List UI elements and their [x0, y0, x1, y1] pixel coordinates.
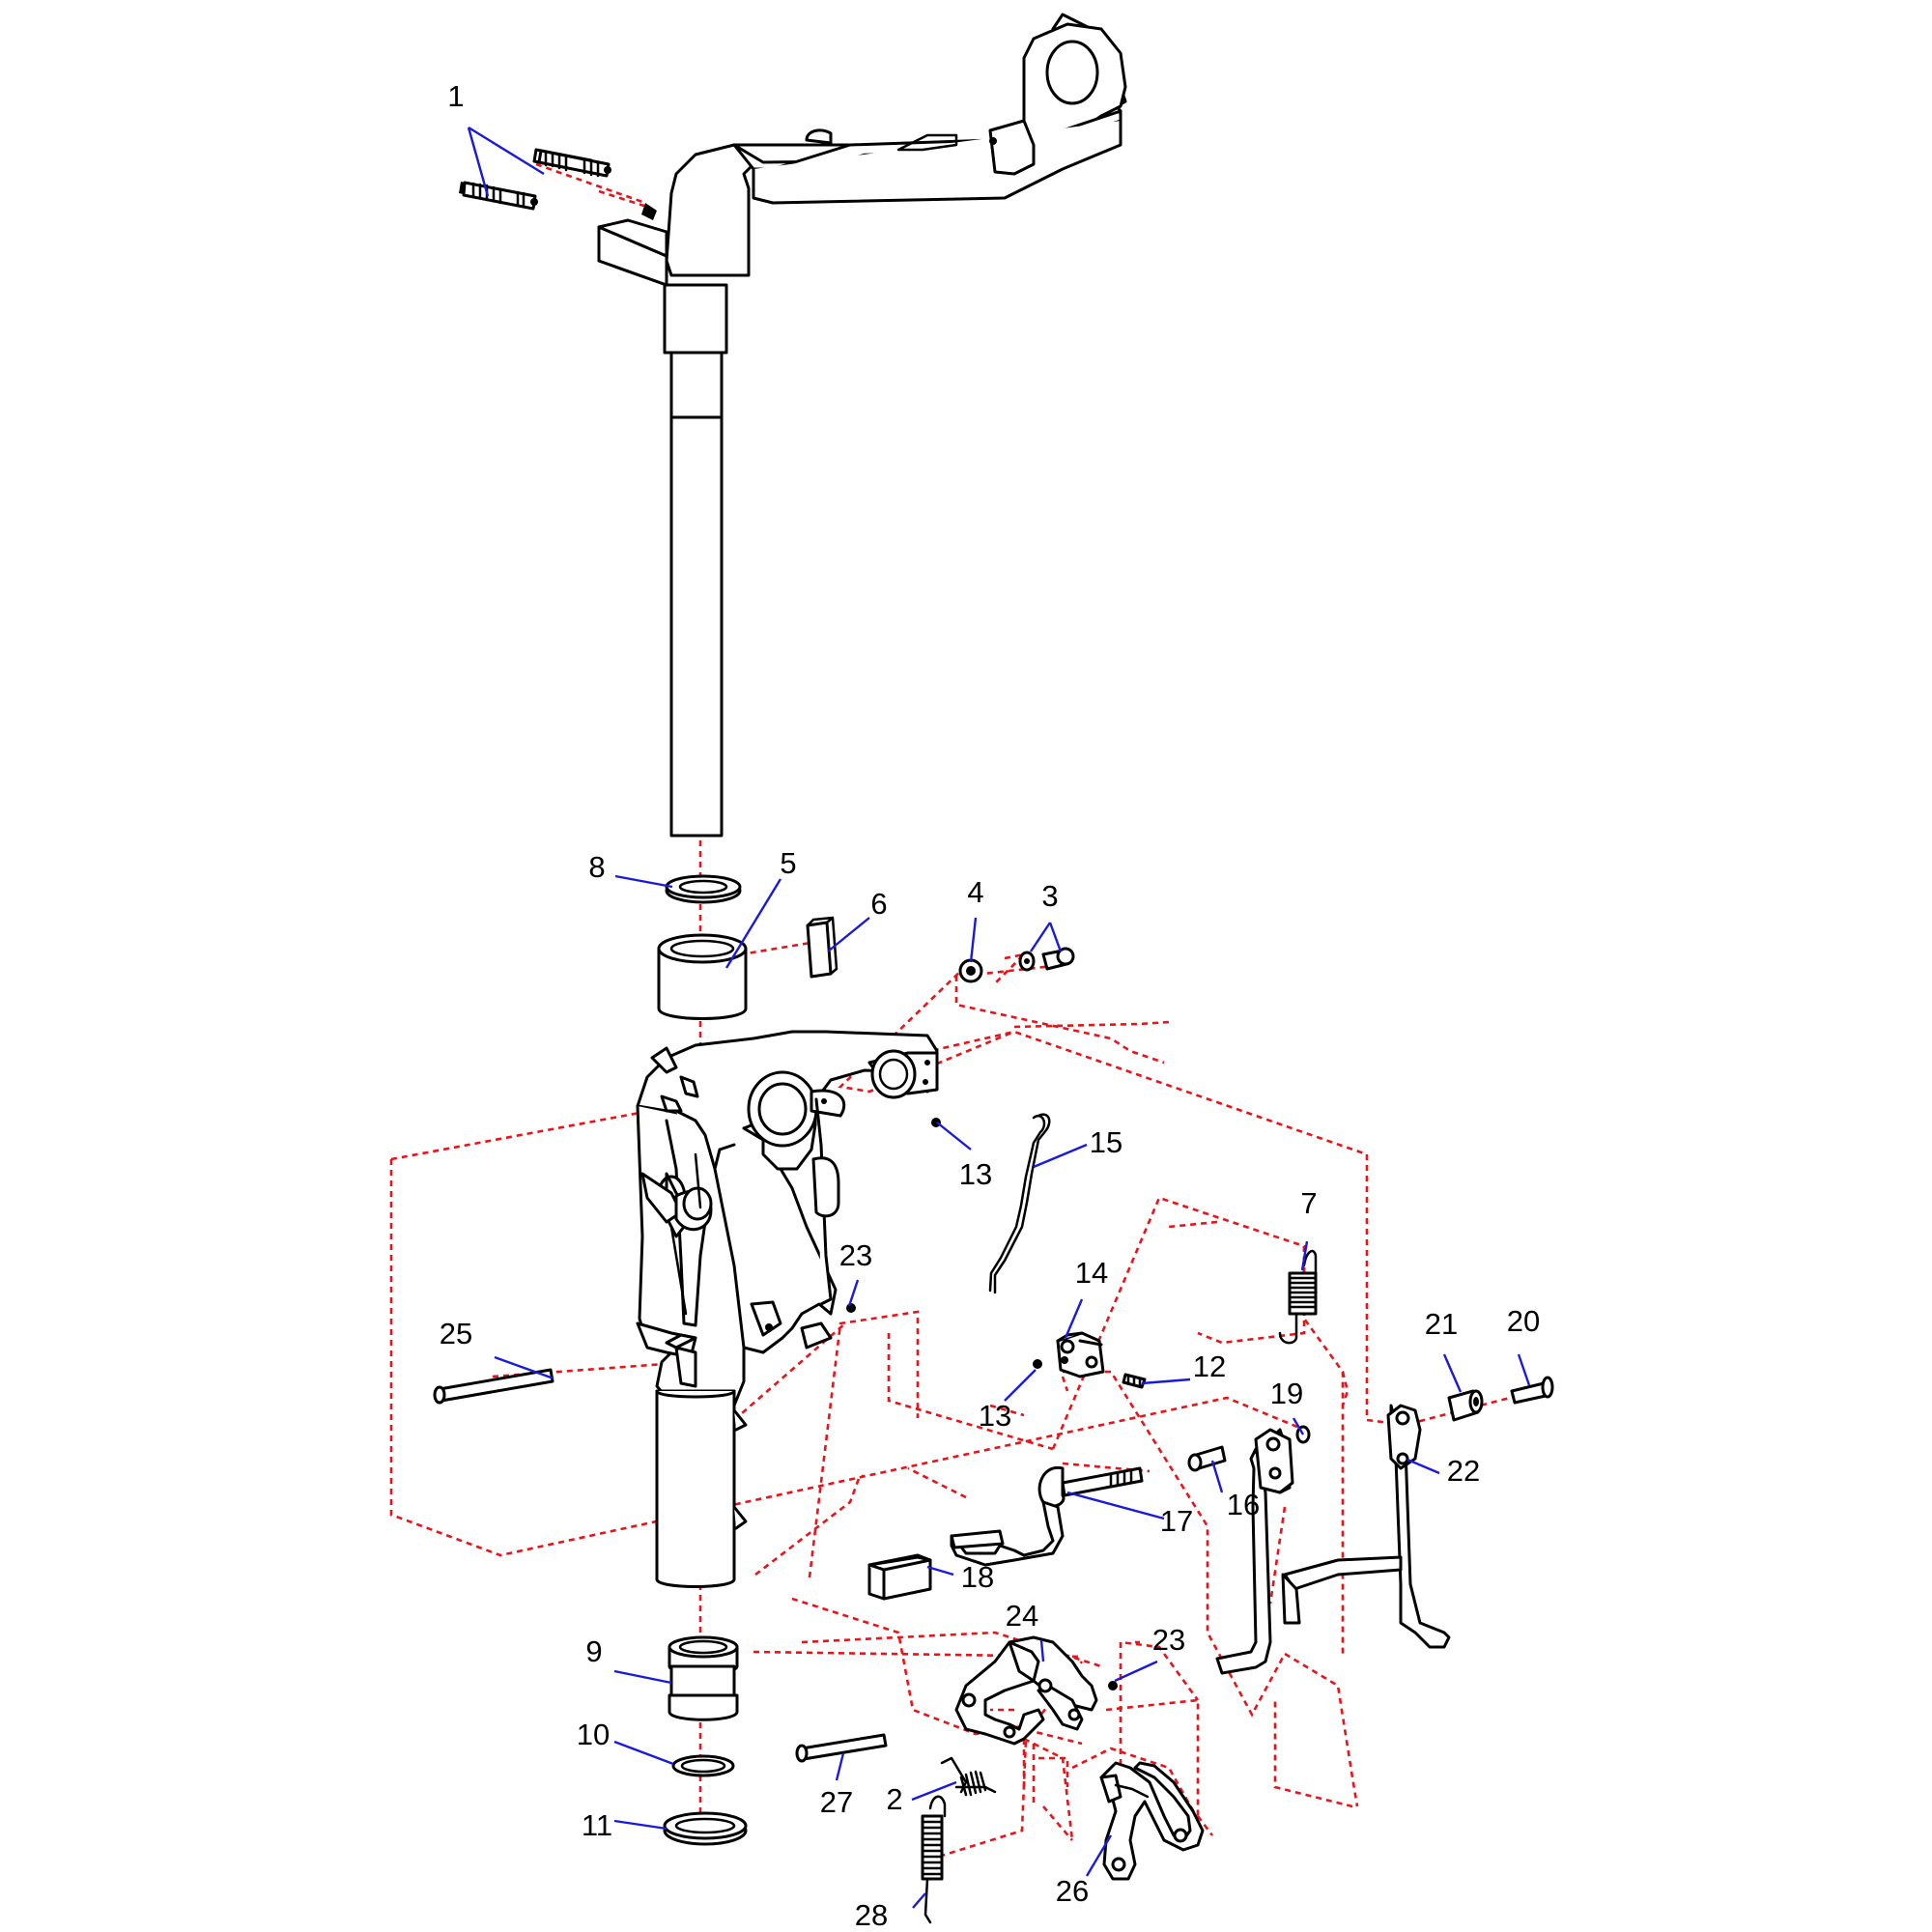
callout-12: 12: [1193, 1350, 1226, 1383]
callout-6: 6: [870, 887, 887, 921]
callout-16: 16: [1227, 1488, 1260, 1521]
callout-labels: 1 2 3 4 5 6 7 8 9 10 11 12 13 13 14 15 1…: [440, 79, 1540, 1932]
callout-10: 10: [577, 1718, 610, 1751]
lower-thrust-washer[interactable]: [663, 1811, 748, 1846]
callout-13-lower: 13: [979, 1399, 1011, 1433]
stud-bolts[interactable]: [459, 148, 657, 220]
callout-13-upper: 13: [959, 1157, 992, 1191]
lever-collar[interactable]: [1447, 1389, 1484, 1422]
release-lever-plate[interactable]: [1099, 1761, 1205, 1881]
bracket-pivot-pin[interactable]: [795, 1733, 888, 1763]
callout-18: 18: [961, 1560, 994, 1594]
callout-7: 7: [1300, 1186, 1317, 1220]
callout-8: 8: [588, 850, 605, 884]
callout-19: 19: [1270, 1377, 1303, 1410]
clevis-pin[interactable]: [1510, 1376, 1554, 1405]
callout-21: 21: [1425, 1307, 1458, 1341]
grip-block[interactable]: [867, 1553, 932, 1601]
o-ring[interactable]: [671, 1754, 735, 1777]
callout-1: 1: [447, 79, 464, 113]
lock-lever-block[interactable]: [1056, 1331, 1105, 1378]
return-spring[interactable]: [921, 1795, 947, 1924]
tension-spring[interactable]: [1278, 1249, 1318, 1345]
cotter-pin-lower[interactable]: [1108, 1681, 1118, 1690]
bushing-key[interactable]: [806, 916, 838, 979]
callout-20: 20: [1507, 1304, 1540, 1338]
callout-2: 2: [886, 1782, 902, 1816]
callout-22: 22: [1447, 1454, 1480, 1488]
lower-bushing[interactable]: [668, 1635, 739, 1721]
callout-5: 5: [780, 846, 796, 880]
upper-bushing[interactable]: [657, 933, 748, 1020]
set-screw[interactable]: [1122, 1373, 1147, 1389]
torsion-spring[interactable]: [940, 1756, 997, 1797]
assembly-axis-lines: [389, 162, 1537, 1861]
callout-17: 17: [1160, 1504, 1193, 1538]
lock-rod[interactable]: [988, 1113, 1051, 1294]
callout-27: 27: [820, 1785, 853, 1819]
tilt-pin[interactable]: [433, 1368, 554, 1405]
callout-23-upper: 23: [839, 1238, 872, 1272]
callout-23-lower: 23: [1152, 1623, 1185, 1657]
tilt-lever[interactable]: [1215, 1404, 1451, 1675]
cotter-pin-upper[interactable]: [846, 1303, 856, 1313]
shift-lever-shaft[interactable]: [950, 1465, 1144, 1567]
callout-14: 14: [1075, 1256, 1108, 1290]
callout-15: 15: [1090, 1125, 1122, 1159]
callout-9: 9: [585, 1634, 602, 1668]
pin-lower[interactable]: [1033, 1359, 1042, 1369]
bolt-and-washer[interactable]: [1018, 947, 1075, 972]
lever-pin[interactable]: [1187, 1445, 1227, 1472]
thrust-washer[interactable]: [665, 874, 742, 904]
callout-4: 4: [967, 875, 983, 909]
callout-28: 28: [855, 1898, 888, 1932]
swivel-bracket[interactable]: [636, 1030, 939, 1588]
steering-bracket-upper[interactable]: [597, 13, 1127, 838]
callout-3: 3: [1041, 879, 1058, 913]
callout-24: 24: [1006, 1599, 1038, 1633]
nut[interactable]: [958, 958, 983, 983]
callout-26: 26: [1056, 1874, 1089, 1908]
reverse-lock-bracket[interactable]: [954, 1635, 1098, 1746]
callout-11: 11: [582, 1808, 612, 1842]
callout-25: 25: [440, 1317, 472, 1350]
leader-lines: [467, 126, 1531, 1909]
